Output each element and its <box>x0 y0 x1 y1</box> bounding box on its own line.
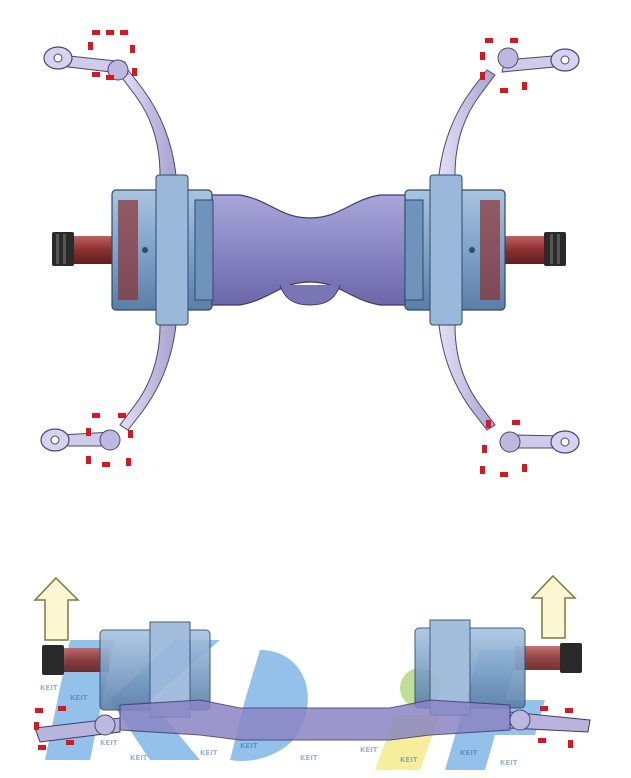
svg-text:KEIT: KEIT <box>100 739 118 747</box>
svg-text:KEIT: KEIT <box>70 694 88 702</box>
top-view <box>40 30 580 477</box>
keit-text-watermark: KEIT KEIT KEIT KEIT KEIT KEIT KEIT KEIT … <box>40 684 518 767</box>
lower-right-arm <box>438 324 580 454</box>
upper-right-arm <box>438 47 580 176</box>
svg-text:KEIT: KEIT <box>240 742 258 750</box>
lower-left-arm <box>40 324 177 452</box>
red-highlight-marks <box>86 30 527 477</box>
svg-text:KEIT: KEIT <box>300 754 318 762</box>
right-hub-housing <box>404 174 506 326</box>
left-hub-housing <box>111 174 214 326</box>
axle-beam-side <box>119 699 511 741</box>
left-hub-side <box>99 621 211 718</box>
svg-text:KEIT: KEIT <box>130 754 148 762</box>
side-view: KEIT KEIT KEIT KEIT KEIT KEIT KEIT KEIT … <box>33 574 591 770</box>
left-drive-shaft <box>52 232 114 266</box>
svg-text:KEIT: KEIT <box>200 749 218 757</box>
svg-text:KEIT: KEIT <box>360 746 378 754</box>
svg-text:KEIT: KEIT <box>500 759 518 767</box>
left-up-arrow-icon <box>33 576 80 641</box>
svg-text:KEIT: KEIT <box>460 749 478 757</box>
upper-left-arm <box>43 46 177 176</box>
svg-text:KEIT: KEIT <box>40 684 58 692</box>
svg-text:KEIT: KEIT <box>400 756 418 764</box>
right-drive-shaft <box>504 232 566 266</box>
right-hub-side <box>414 619 526 716</box>
right-up-arrow-icon <box>530 574 577 639</box>
